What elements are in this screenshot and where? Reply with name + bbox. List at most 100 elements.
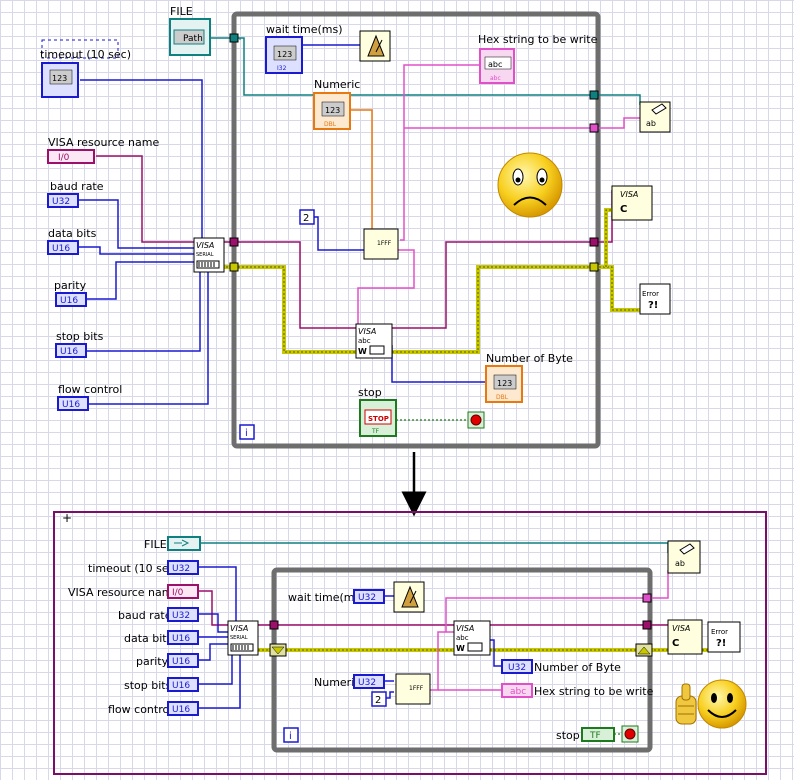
svg-text:data bits: data bits xyxy=(48,227,97,240)
svg-text:VISA: VISA xyxy=(672,624,690,633)
top-diagram: FILE Path timeout (10 sec) 123 VISA reso… xyxy=(40,5,671,449)
bottom-hex-string-indicator[interactable]: abc Hex string to be write xyxy=(501,683,654,698)
svg-text:123: 123 xyxy=(52,74,67,83)
bottom-numeric-terminal[interactable]: Numeric U32 xyxy=(314,674,385,689)
svg-text:C: C xyxy=(672,638,679,649)
baud-rate-terminal[interactable]: baud rate U32 xyxy=(47,180,104,208)
stop-bits-terminal[interactable]: stop bits U16 xyxy=(55,330,104,358)
svg-text:U32: U32 xyxy=(508,663,526,673)
loop-iteration-terminal: i xyxy=(239,424,255,440)
svg-text:Hex string to be write: Hex string to be write xyxy=(478,33,598,46)
svg-text:VISA: VISA xyxy=(196,241,214,250)
svg-text:Number of Byte: Number of Byte xyxy=(486,352,573,365)
svg-text:TF: TF xyxy=(589,731,601,741)
bottom-visa-resource-terminal[interactable]: VISA resource name I/0 xyxy=(68,584,199,599)
visa-resource-terminal[interactable]: VISA resource name I/0 xyxy=(47,136,159,164)
write-to-text-file-node[interactable]: ab xyxy=(639,101,671,133)
bottom-write-to-text-file-node[interactable]: ab xyxy=(667,540,701,574)
svg-text:parity: parity xyxy=(54,279,87,292)
wait-time-terminal[interactable]: wait time(ms) 123 I32 xyxy=(265,23,342,74)
svg-text:abc: abc xyxy=(456,634,469,642)
svg-text:U16: U16 xyxy=(60,347,78,357)
selection-handles xyxy=(41,39,119,59)
data-bits-terminal[interactable]: data bits U16 xyxy=(47,227,97,255)
visa-close-node[interactable]: VISA C xyxy=(611,185,653,221)
svg-text:timeout (10 sec): timeout (10 sec) xyxy=(40,48,131,61)
svg-text:U16: U16 xyxy=(172,634,190,644)
number-of-byte-terminal[interactable]: Number of Byte 123 DBL xyxy=(485,352,573,403)
svg-text:Number of Byte: Number of Byte xyxy=(534,661,621,674)
svg-text:abc: abc xyxy=(488,60,502,69)
visa-resource-wire xyxy=(96,155,194,243)
sad-face-icon xyxy=(497,152,563,218)
svg-text:U32: U32 xyxy=(358,678,376,688)
visa-write-node[interactable]: VISA abc W xyxy=(355,323,393,359)
svg-text:W: W xyxy=(358,347,367,356)
bottom-wait-ms-node[interactable] xyxy=(393,581,425,613)
svg-text:stop bits: stop bits xyxy=(124,679,172,692)
visa-configure-serial-node[interactable]: VISA SERIAL xyxy=(193,237,225,273)
svg-text:U32: U32 xyxy=(172,564,190,574)
svg-text:wait time(ms): wait time(ms) xyxy=(288,591,364,604)
bottom-visa-write-node[interactable]: VISA abc W xyxy=(453,620,491,656)
svg-text:I/0: I/0 xyxy=(58,153,70,163)
svg-text:SERIAL: SERIAL xyxy=(196,252,214,258)
bottom-const-2-terminal[interactable]: 2 xyxy=(371,691,387,707)
svg-text:stop bits: stop bits xyxy=(56,330,104,343)
flow-control-terminal[interactable]: flow control U16 xyxy=(57,383,122,411)
file-terminal[interactable]: FILE Path xyxy=(169,5,211,56)
hex-string-terminal[interactable]: Hex string to be write abc abc xyxy=(478,33,598,84)
wait-ms-node[interactable] xyxy=(359,30,391,62)
numeric-wire xyxy=(350,109,373,236)
bottom-data-bits-terminal[interactable]: data bits U16 xyxy=(124,630,199,645)
bottom-timeout-terminal[interactable]: timeout (10 sec) U32 xyxy=(88,560,199,575)
timeout-terminal[interactable]: timeout (10 sec) 123 xyxy=(40,39,131,98)
svg-text:U32: U32 xyxy=(172,611,190,621)
numeric-terminal[interactable]: Numeric 123 DBL xyxy=(313,78,360,130)
svg-text:VISA: VISA xyxy=(230,624,248,633)
bottom-baud-rate-terminal[interactable]: baud rate U32 xyxy=(118,607,199,622)
bottom-visa-close-node[interactable]: VISA C xyxy=(667,619,703,655)
svg-text:DBL: DBL xyxy=(496,394,509,401)
bottom-stop-bits-terminal[interactable]: stop bits U16 xyxy=(124,677,199,692)
const-2-terminal[interactable]: 2 xyxy=(299,209,315,225)
number-to-hex-node[interactable]: 1FFF xyxy=(363,228,399,260)
bottom-number-to-hex-node[interactable]: 1FFF xyxy=(395,673,431,705)
svg-text:TF: TF xyxy=(371,428,380,435)
loop-condition-terminal[interactable] xyxy=(467,411,485,429)
bottom-flow-control-terminal[interactable]: flow control U16 xyxy=(108,701,199,716)
svg-text:1FFF: 1FFF xyxy=(377,240,392,247)
bottom-number-of-byte-indicator[interactable]: U32 Number of Byte xyxy=(501,659,621,674)
parity-terminal[interactable]: parity U16 xyxy=(54,279,87,307)
bottom-stop-terminal[interactable]: stop TF xyxy=(556,727,615,742)
svg-text:2: 2 xyxy=(303,213,309,224)
bottom-wait-time-terminal[interactable]: wait time(ms) U32 xyxy=(288,589,385,604)
svg-text:?!: ?! xyxy=(648,300,658,311)
timeout-wire xyxy=(80,79,203,240)
svg-text:U16: U16 xyxy=(172,681,190,691)
svg-text:?!: ?! xyxy=(716,638,726,649)
svg-text:C: C xyxy=(620,204,627,215)
bottom-frame xyxy=(53,511,767,775)
bottom-simple-error-handler-node[interactable]: Error ?! xyxy=(707,621,741,653)
bottom-file-terminal[interactable]: FILE xyxy=(144,536,201,551)
svg-text:STOP: STOP xyxy=(368,415,389,423)
bottom-parity-terminal[interactable]: parity U16 xyxy=(136,653,199,668)
svg-text:data bits: data bits xyxy=(124,632,173,645)
bottom-diagram: + FILE xyxy=(53,511,767,775)
bottom-loop-condition-terminal[interactable] xyxy=(621,725,639,743)
stop-terminal[interactable]: stop STOP TF xyxy=(358,386,397,437)
while-loop-frame[interactable] xyxy=(231,11,601,449)
bottom-visa-configure-serial-node[interactable]: VISA SERIAL xyxy=(227,620,259,656)
svg-text:U16: U16 xyxy=(172,657,190,667)
svg-text:+: + xyxy=(62,511,72,525)
thumbs-up-smiley-icon xyxy=(675,679,747,729)
bottom-while-loop-frame[interactable] xyxy=(271,567,653,753)
svg-text:123: 123 xyxy=(325,106,340,115)
bottom-file-wire xyxy=(200,542,669,553)
svg-text:Hex string to be write: Hex string to be write xyxy=(534,685,654,698)
svg-text:stop: stop xyxy=(358,386,382,399)
svg-text:baud rate: baud rate xyxy=(118,609,172,622)
simple-error-handler-node[interactable]: Error ?! xyxy=(639,283,671,315)
svg-text:ab: ab xyxy=(646,119,656,128)
